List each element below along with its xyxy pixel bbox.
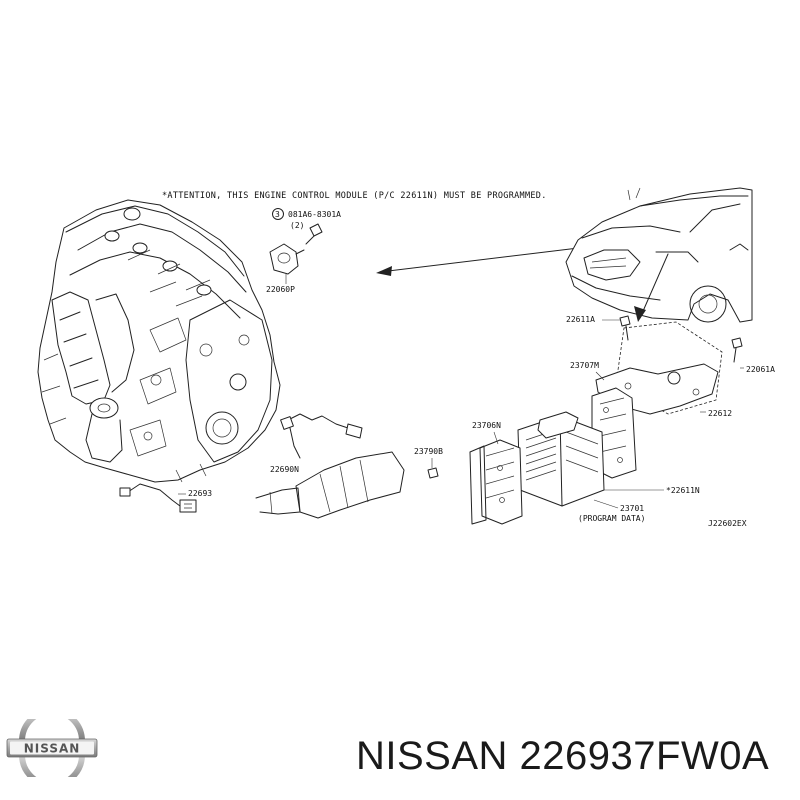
label-23790B: 23790B	[414, 447, 443, 456]
label-22060P: 22060P	[266, 285, 295, 294]
figure-code: J22602EX	[708, 519, 747, 528]
label-23706N: 23706N	[472, 421, 501, 430]
label-22693: 22693	[188, 489, 212, 498]
label-22690N: 22690N	[270, 465, 299, 474]
bolt-icon	[305, 223, 323, 245]
wire-harness	[119, 483, 197, 513]
label-22061A: 22061A	[746, 365, 775, 374]
label-bolt-qty: (2)	[290, 221, 304, 230]
logo-text: NISSAN	[24, 742, 81, 756]
label-22612: 22612	[708, 409, 732, 418]
attention-note: *ATTENTION, THIS ENGINE CONTROL MODULE (…	[162, 191, 547, 201]
part-number-title: NISSAN 226937FW0A	[356, 734, 770, 778]
nissan-logo: NISSAN	[6, 719, 98, 777]
o2-sensor	[280, 413, 363, 459]
label-23701: 23701	[620, 504, 644, 513]
label-081A6-8301A: 081A6-8301A	[288, 210, 341, 219]
label-program-data: (PROGRAM DATA)	[578, 514, 645, 523]
knock-sensor	[269, 243, 305, 275]
label-22611N: *22611N	[666, 486, 700, 495]
vehicle-illustration	[565, 187, 753, 323]
intake-duct	[255, 451, 405, 519]
qty-circle	[272, 208, 284, 220]
label-22611A: 22611A	[566, 315, 595, 324]
engine-illustration	[37, 199, 281, 483]
label-23707M: 23707M	[570, 361, 599, 370]
bolt-circle-number: 3	[275, 210, 280, 219]
location-arrow	[634, 253, 669, 322]
ecm-assembly	[427, 315, 743, 525]
